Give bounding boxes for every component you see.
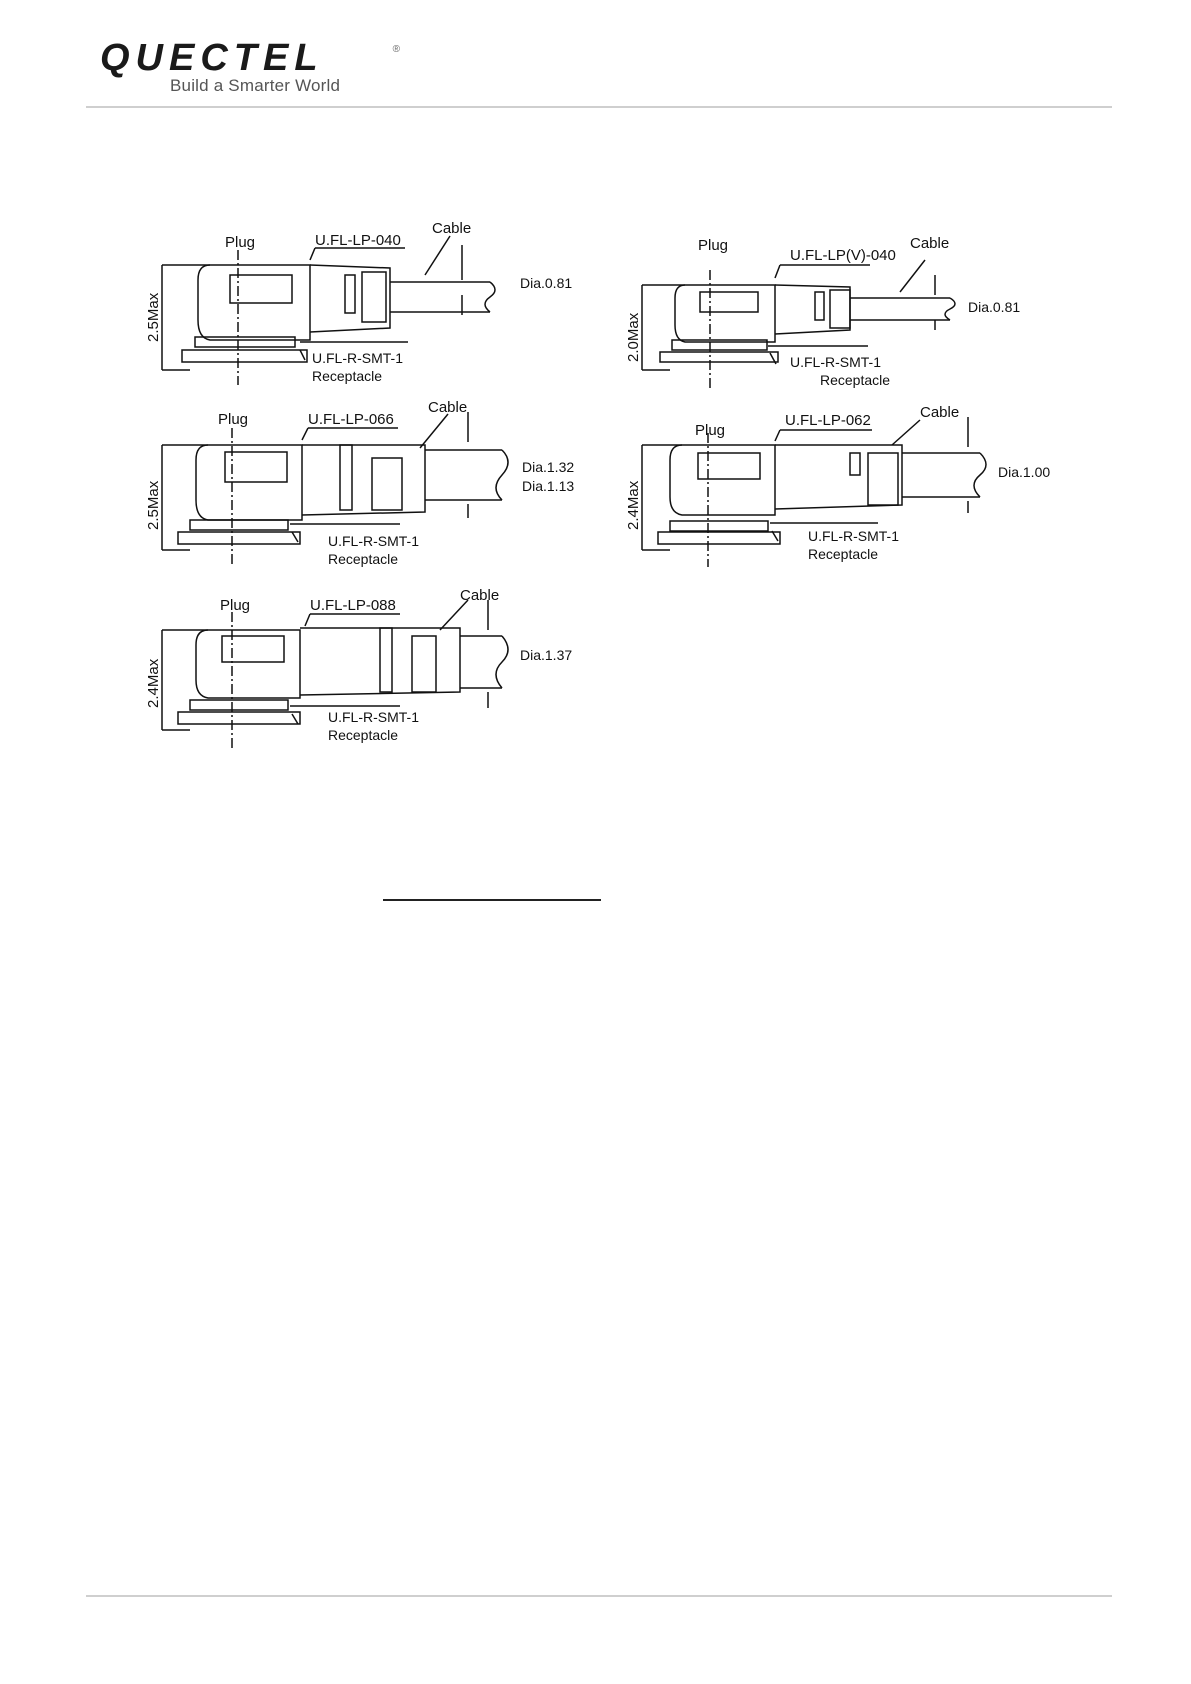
connector-diagram-lp-088: Plug U.FL-LP-088 Cable 2.4Max Dia.1.37 U… — [145, 587, 590, 770]
cable-diameter-label-2: Dia.1.13 — [522, 478, 574, 494]
logo-tagline: Build a Smarter World — [170, 76, 341, 95]
receptacle-label: Receptacle — [808, 546, 878, 562]
plug-label: Plug — [220, 597, 250, 614]
height-label: 2.4Max — [145, 658, 162, 708]
receptacle-part-label: U.FL-R-SMT-1 — [808, 528, 899, 544]
cable-label: Cable — [920, 404, 959, 421]
plug-label: Plug — [218, 411, 248, 428]
height-label: 2.4Max — [625, 480, 642, 530]
cable-diameter-label: Dia.0.81 — [520, 275, 572, 291]
connector-diagram-lp-062: Plug U.FL-LP-062 Cable 2.4Max Dia.1.00 U… — [625, 404, 1070, 585]
header-divider — [86, 106, 1112, 108]
cable-diameter-label: Dia.0.81 — [968, 299, 1020, 315]
connector-diagram-lp-066: Plug U.FL-LP-066 Cable 2.5Max Dia.1.32 D… — [145, 399, 590, 580]
receptacle-label: Receptacle — [820, 372, 890, 388]
plug-part-label: U.FL-LP-062 — [785, 412, 871, 429]
cable-label: Cable — [432, 220, 471, 237]
receptacle-part-label: U.FL-R-SMT-1 — [790, 354, 881, 370]
plug-part-label: U.FL-LP(V)-040 — [790, 247, 896, 264]
plug-label: Plug — [698, 237, 728, 254]
connector-drawing: Plug U.FL-LP-066 Cable 2.5Max Dia.1.32 D… — [145, 399, 574, 567]
height-label: 2.5Max — [145, 480, 162, 530]
cable-label: Cable — [910, 235, 949, 252]
height-label: 2.5Max — [145, 292, 162, 342]
cable-label: Cable — [428, 399, 467, 416]
logo-registered-mark: ® — [393, 44, 400, 55]
cable-diameter-label: Dia.1.00 — [998, 464, 1050, 480]
plug-part-label: U.FL-LP-088 — [310, 597, 396, 614]
plug-label: Plug — [225, 234, 255, 251]
page-header: QUECTEL ® Build a Smarter World — [0, 0, 1191, 110]
receptacle-label: Receptacle — [328, 551, 398, 567]
plug-part-label: U.FL-LP-040 — [315, 232, 401, 249]
receptacle-part-label: U.FL-R-SMT-1 — [328, 709, 419, 725]
connector-drawing: Plug U.FL-LP-062 Cable 2.4Max Dia.1.00 U… — [625, 404, 1050, 567]
receptacle-part-label: U.FL-R-SMT-1 — [328, 533, 419, 549]
receptacle-label: Receptacle — [328, 727, 398, 743]
connector-drawing: Plug U.FL-LP-040 Cable 2.5Max Dia.0.81 U… — [145, 220, 572, 385]
link-underline — [383, 899, 601, 901]
height-label: 2.0Max — [625, 312, 642, 362]
connector-diagram-lp-040: Plug U.FL-LP-040 Cable 2.5Max Dia.0.81 U… — [145, 220, 590, 400]
connector-diagram-lpv-040: Plug U.FL-LP(V)-040 Cable 2.0Max Dia.0.8… — [625, 230, 1070, 410]
receptacle-part-label: U.FL-R-SMT-1 — [312, 350, 403, 366]
cable-diameter-label: Dia.1.37 — [520, 647, 572, 663]
quectel-logo: QUECTEL ® — [100, 40, 400, 79]
connector-drawing: Plug U.FL-LP(V)-040 Cable 2.0Max Dia.0.8… — [625, 235, 1020, 390]
logo-wordmark: QUECTEL — [100, 40, 324, 79]
plug-label: Plug — [695, 422, 725, 439]
receptacle-label: Receptacle — [312, 368, 382, 384]
cable-label: Cable — [460, 587, 499, 604]
plug-part-label: U.FL-LP-066 — [308, 411, 394, 428]
connector-drawing: Plug U.FL-LP-088 Cable 2.4Max Dia.1.37 U… — [145, 587, 572, 750]
cable-diameter-label-1: Dia.1.32 — [522, 459, 574, 475]
footer-divider — [86, 1595, 1112, 1597]
